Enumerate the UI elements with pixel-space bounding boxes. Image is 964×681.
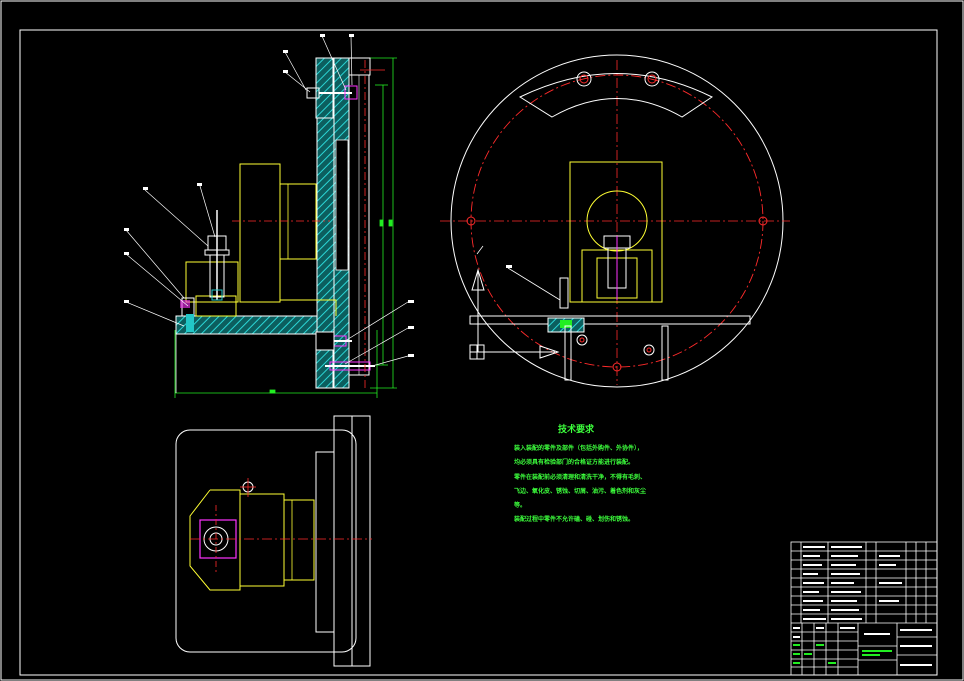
title-block-entries <box>793 644 892 664</box>
title-block-grid <box>791 623 937 675</box>
parts-list-entries <box>803 546 902 620</box>
clamp-block <box>185 261 239 303</box>
side-view <box>440 54 790 388</box>
front-section-view <box>124 34 414 398</box>
tech-req-line: 等。 <box>513 501 526 509</box>
parts-list <box>791 542 937 624</box>
title-block-frame <box>790 541 938 676</box>
side-base-plate <box>469 315 751 325</box>
base-plate <box>175 315 337 335</box>
workpiece-body <box>239 163 281 303</box>
tech-req-title: 技术要求 <box>558 423 595 435</box>
title-block <box>790 541 938 676</box>
front-view-dimensions <box>174 57 397 398</box>
sheet-inner-frame <box>19 29 938 676</box>
side-workpiece <box>569 161 663 303</box>
tech-req-line: 装配过程中零件不允许磕、碰、划伤和锈蚀。 <box>513 515 634 523</box>
top-view-base-outline <box>175 429 357 653</box>
top-view <box>175 415 372 667</box>
tech-req-line: 装入装配的零件及部件（包括外购件、外协件）， <box>513 444 643 452</box>
tech-req-line: 飞边、氧化皮、锈蚀、切屑、油污、着色剂和灰尘 <box>514 487 646 495</box>
tech-req-line: 均必须具有检验部门的合格证方能进行装配。 <box>514 458 634 466</box>
technical-requirements: 技术要求 装入装配的零件及部件（包括外购件、外协件）， 均必须具有检验部门的合格… <box>513 423 646 523</box>
tech-req-line: 零件在装配前必须清理和清洗干净，不得有毛刺、 <box>513 473 646 481</box>
